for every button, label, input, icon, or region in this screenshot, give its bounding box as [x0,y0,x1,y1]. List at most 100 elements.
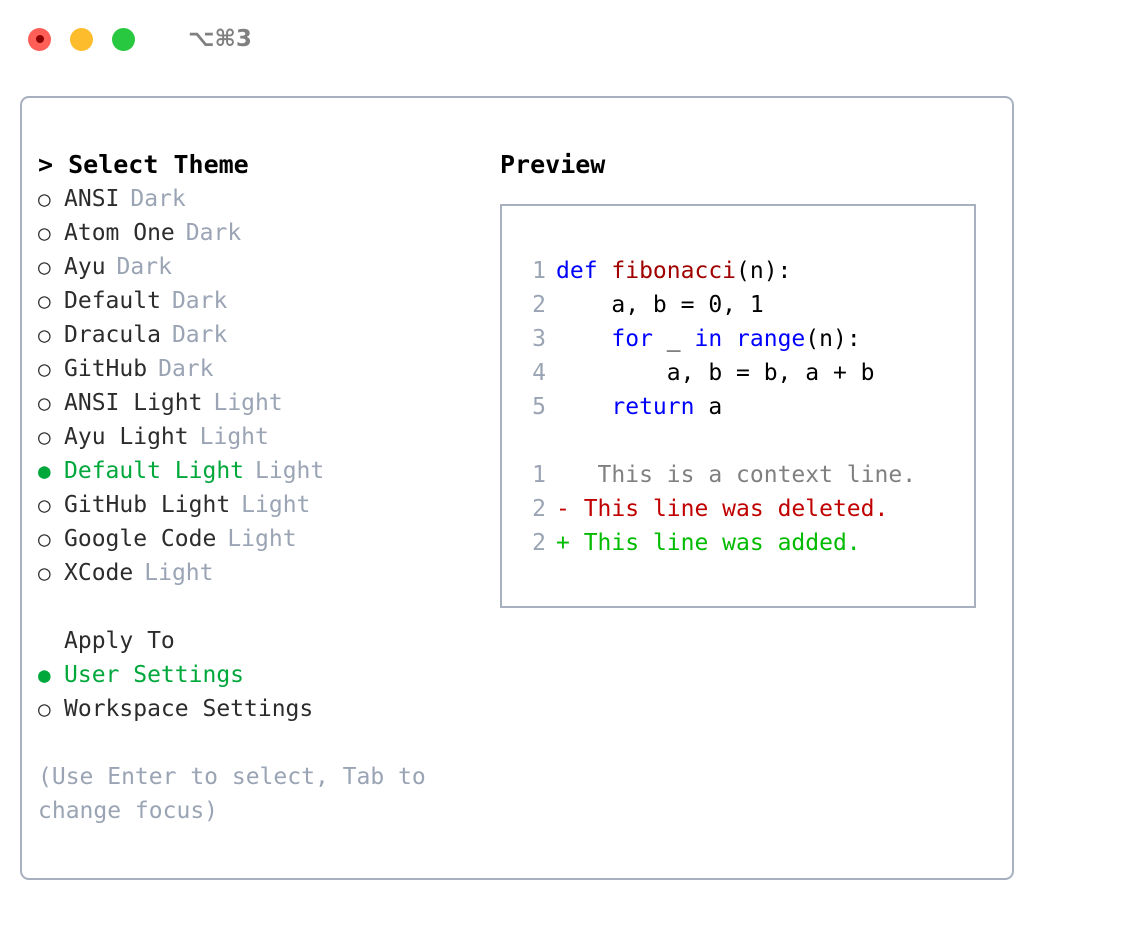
code-token: a, b = b, a + b [556,360,875,386]
theme-item-label: Default Light [64,458,245,484]
radio-unselected-icon: ○ [38,187,51,211]
apply-to-item-user-settings[interactable]: ● User Settings [38,658,484,692]
preview-title: Preview [500,150,606,179]
theme-item-label: Dracula [64,322,161,348]
diff-sample: 1 This is a context line. 2- This line wa… [502,458,974,560]
keyboard-shortcut-label: ⌥⌘3 [188,26,252,52]
radio-unselected-icon: ○ [38,391,51,415]
theme-item-tag: Dark [171,322,228,348]
radio-unselected-icon: ○ [38,357,51,381]
code-line-number: 2 [532,292,546,318]
minimize-button-icon[interactable] [70,27,93,51]
apply-to-list[interactable]: ● User Settings ○ Workspace Settings [38,658,484,726]
theme-item-tag: Light [199,424,269,450]
theme-item-tag: Dark [185,220,242,246]
theme-item-github-light[interactable]: ○ GitHub Light Light [38,488,484,522]
code-token: def [556,258,612,284]
theme-item-github[interactable]: ○ GitHub Dark [38,352,484,386]
code-token [556,326,611,352]
theme-item-ansi-light[interactable]: ○ ANSI Light Light [38,386,484,420]
theme-item-label: GitHub Light [64,492,231,518]
radio-unselected-icon: ○ [38,527,51,551]
code-token: fibonacci [611,258,737,284]
code-token: range [736,326,806,352]
radio-selected-icon: ● [38,663,51,687]
code-token [556,394,611,420]
apply-to-item-workspace-settings[interactable]: ○ Workspace Settings [38,692,484,726]
theme-item-label: GitHub [64,356,148,382]
diff-text: This is a context line. [569,462,917,488]
radio-unselected-icon: ○ [38,289,51,313]
radio-unselected-icon: ○ [38,697,51,721]
diff-line: 1 This is a context line. [502,458,974,492]
theme-item-tag: Light [241,492,311,518]
code-line-number: 3 [532,326,546,352]
theme-item-tag: Dark [130,186,186,212]
theme-item-tag: Dark [171,288,228,314]
apply-to-heading: Apply To [64,628,175,654]
theme-item-tag: Light [213,390,283,416]
code-line-number: 4 [532,360,546,386]
close-button-icon[interactable] [28,27,51,51]
maximize-button-icon[interactable] [112,27,135,51]
diff-line-number: 2 [532,530,546,556]
theme-item-tag: Light [144,560,214,586]
radio-selected-icon: ● [38,459,51,483]
code-line-number: 5 [532,394,546,420]
code-token [722,326,736,352]
code-line: 4 a, b = b, a + b [502,356,974,390]
theme-item-tag: Light [227,526,297,552]
diff-text: This line was deleted. [569,496,889,522]
theme-item-tag: Dark [158,356,214,382]
theme-item-xcode[interactable]: ○ XCode Light [38,556,484,590]
theme-item-tag: Dark [116,254,172,280]
radio-unselected-icon: ○ [38,561,51,585]
radio-unselected-icon: ○ [38,323,51,347]
theme-item-ansi[interactable]: ○ ANSI Dark [38,182,484,216]
radio-unselected-icon: ○ [38,425,51,449]
diff-line: 2 + This line was added. [502,526,974,560]
code-token: (n): [805,326,861,352]
theme-item-label: XCode [64,560,134,586]
code-line: 2 a, b = 0, 1 [502,288,974,322]
code-line: 3 for _ in range(n): [502,322,974,356]
theme-item-ayu-light[interactable]: ○ Ayu Light Light [38,420,484,454]
code-token: a, b = 0, 1 [556,292,764,318]
apply-to-item-label: User Settings [64,662,245,688]
code-line: 5 return a [502,390,974,424]
diff-text: This line was added. [569,530,861,556]
radio-unselected-icon: ○ [38,221,51,245]
radio-unselected-icon: ○ [38,255,51,279]
diff-sign: + [556,530,570,556]
apply-to-item-label: Workspace Settings [64,696,314,722]
theme-item-label: ANSI Light [64,390,203,416]
theme-item-label: Ayu Light [64,424,189,450]
code-line-number: 1 [532,258,546,284]
theme-item-ayu[interactable]: ○ Ayu Dark [38,250,484,284]
code-token: return [611,394,695,420]
code-token: _ [652,326,695,352]
select-theme-title: > Select Theme [38,150,249,179]
theme-item-label: ANSI [64,186,120,212]
code-token: for [611,326,653,352]
code-token: a [694,394,723,420]
theme-item-dracula[interactable]: ○ Dracula Dark [38,318,484,352]
window-controls [28,27,135,51]
radio-unselected-icon: ○ [38,493,51,517]
theme-item-label: Atom One [64,220,175,246]
diff-sign: - [556,496,570,522]
diff-line-number: 1 [532,462,546,488]
spacer [38,590,484,624]
theme-item-atom-one[interactable]: ○ Atom One Dark [38,216,484,250]
theme-item-label: Ayu [64,254,106,280]
